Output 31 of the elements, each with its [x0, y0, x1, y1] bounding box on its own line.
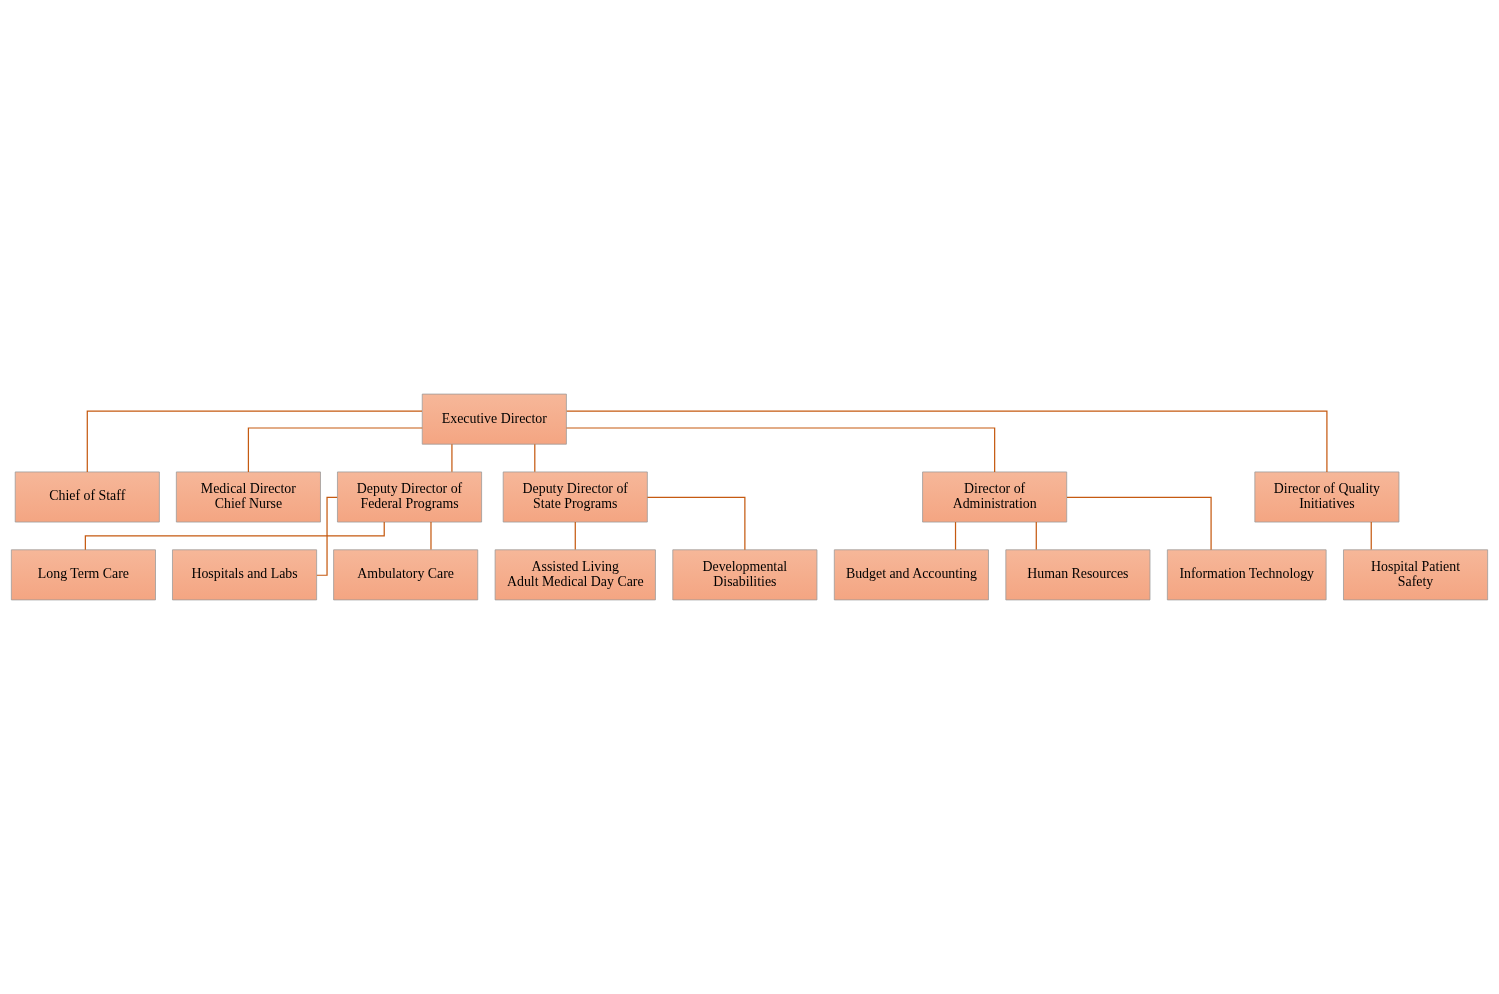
connector — [1066, 496, 1212, 551]
connector — [1035, 521, 1037, 551]
node-box: Human Resources — [1005, 549, 1151, 601]
node-box: Director of Administration — [922, 471, 1068, 523]
node-box: Deputy Director of Federal Programs — [337, 471, 482, 523]
node-box: Assisted Living Adult Medical Day Care — [494, 549, 656, 601]
connector — [84, 521, 385, 551]
node-box: Developmental Disabilities — [672, 549, 818, 601]
connector — [430, 521, 432, 551]
node-box: Information Technology — [1166, 549, 1327, 601]
node-box: Medical Director Chief Nurse — [175, 471, 321, 523]
connector — [316, 496, 338, 576]
connector — [566, 410, 1328, 473]
node-box: Deputy Director of State Programs — [502, 471, 648, 523]
connector — [1370, 521, 1372, 551]
node-box: Chief of Staff — [14, 471, 160, 523]
node-box: Hospitals and Labs — [172, 549, 317, 601]
connector — [247, 427, 423, 473]
connector — [451, 443, 453, 473]
node-box: Long Term Care — [10, 549, 156, 601]
node-box: Director of Quality Initiatives — [1254, 471, 1400, 523]
connector — [565, 427, 996, 473]
connector — [646, 496, 746, 551]
connector — [954, 521, 957, 551]
connector — [86, 410, 423, 473]
connector — [534, 443, 536, 473]
node-box: Ambulatory Care — [333, 549, 479, 601]
node-box: Budget and Accounting — [833, 549, 989, 601]
connector — [574, 521, 576, 551]
node-box: Executive Director — [421, 393, 567, 445]
node-box: Hospital Patient Safety — [1343, 549, 1489, 601]
